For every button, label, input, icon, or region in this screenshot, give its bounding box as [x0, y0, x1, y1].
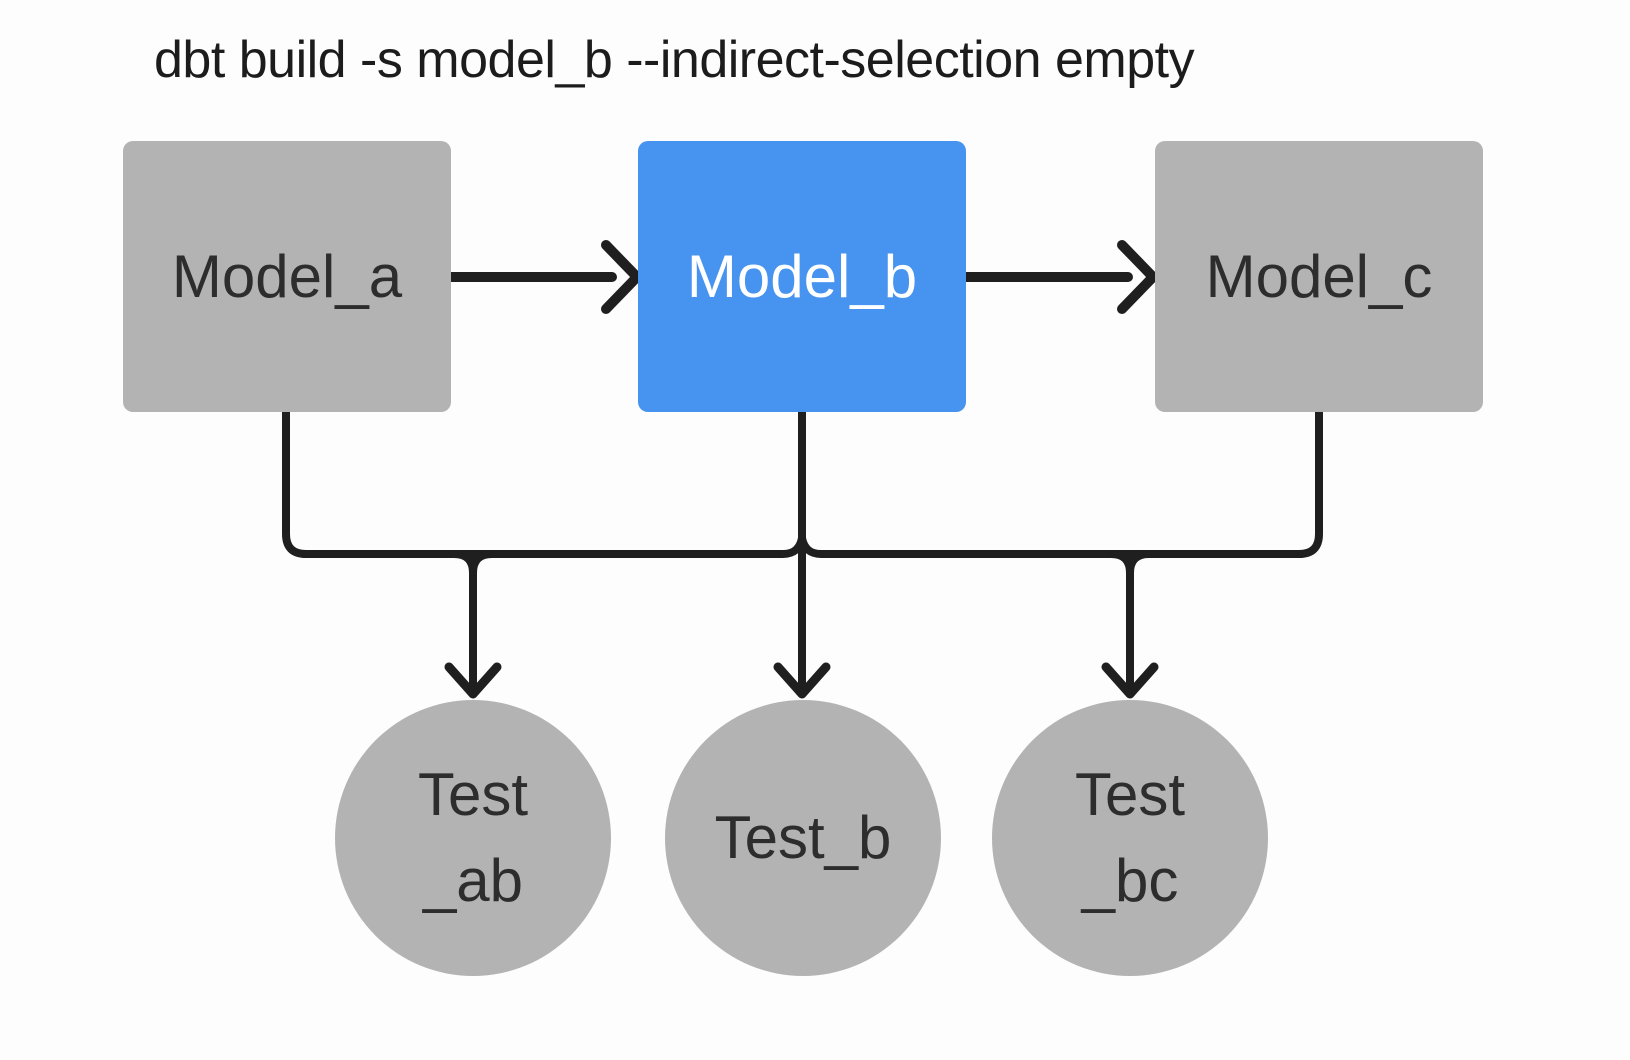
- node-model-c-label: Model_c: [1205, 243, 1433, 310]
- arrowhead-down-test-b-icon: [773, 662, 831, 699]
- node-test-ab-label-line2: _ab: [422, 847, 524, 914]
- node-test-b[interactable]: Test_b: [665, 700, 941, 976]
- node-test-ab[interactable]: Test _ab: [335, 700, 611, 976]
- node-model-b-label: Model_b: [686, 243, 918, 310]
- arrowhead-down-test-ab-icon: [444, 662, 502, 699]
- node-test-bc-label-line1: Test: [1074, 760, 1186, 828]
- edge-bus-test-bc-fillet: [1126, 550, 1153, 577]
- edge-bus-test-ab-fillet: [469, 550, 496, 577]
- node-test-bc-label-line2: _bc: [1081, 847, 1179, 914]
- node-test-ab-label-line1: Test: [417, 760, 529, 828]
- node-model-c[interactable]: Model_c: [1155, 141, 1483, 412]
- arrowhead-right-model-b-icon: [601, 240, 642, 314]
- arrowhead-down-test-bc-icon: [1101, 662, 1159, 699]
- node-model-a-label: Model_a: [171, 243, 403, 310]
- diagram-title: dbt build -s model_b --indirect-selectio…: [154, 31, 1195, 89]
- node-test-bc[interactable]: Test _bc: [992, 700, 1268, 976]
- arrowhead-right-model-c-icon: [1117, 240, 1158, 314]
- edge-model-a-bus: [282, 408, 806, 558]
- node-model-b[interactable]: Model_b: [638, 141, 966, 412]
- node-model-a[interactable]: Model_a: [123, 141, 451, 412]
- node-test-b-label-line1: Test_b: [714, 803, 892, 871]
- edge-model-c-bus: [798, 408, 1323, 558]
